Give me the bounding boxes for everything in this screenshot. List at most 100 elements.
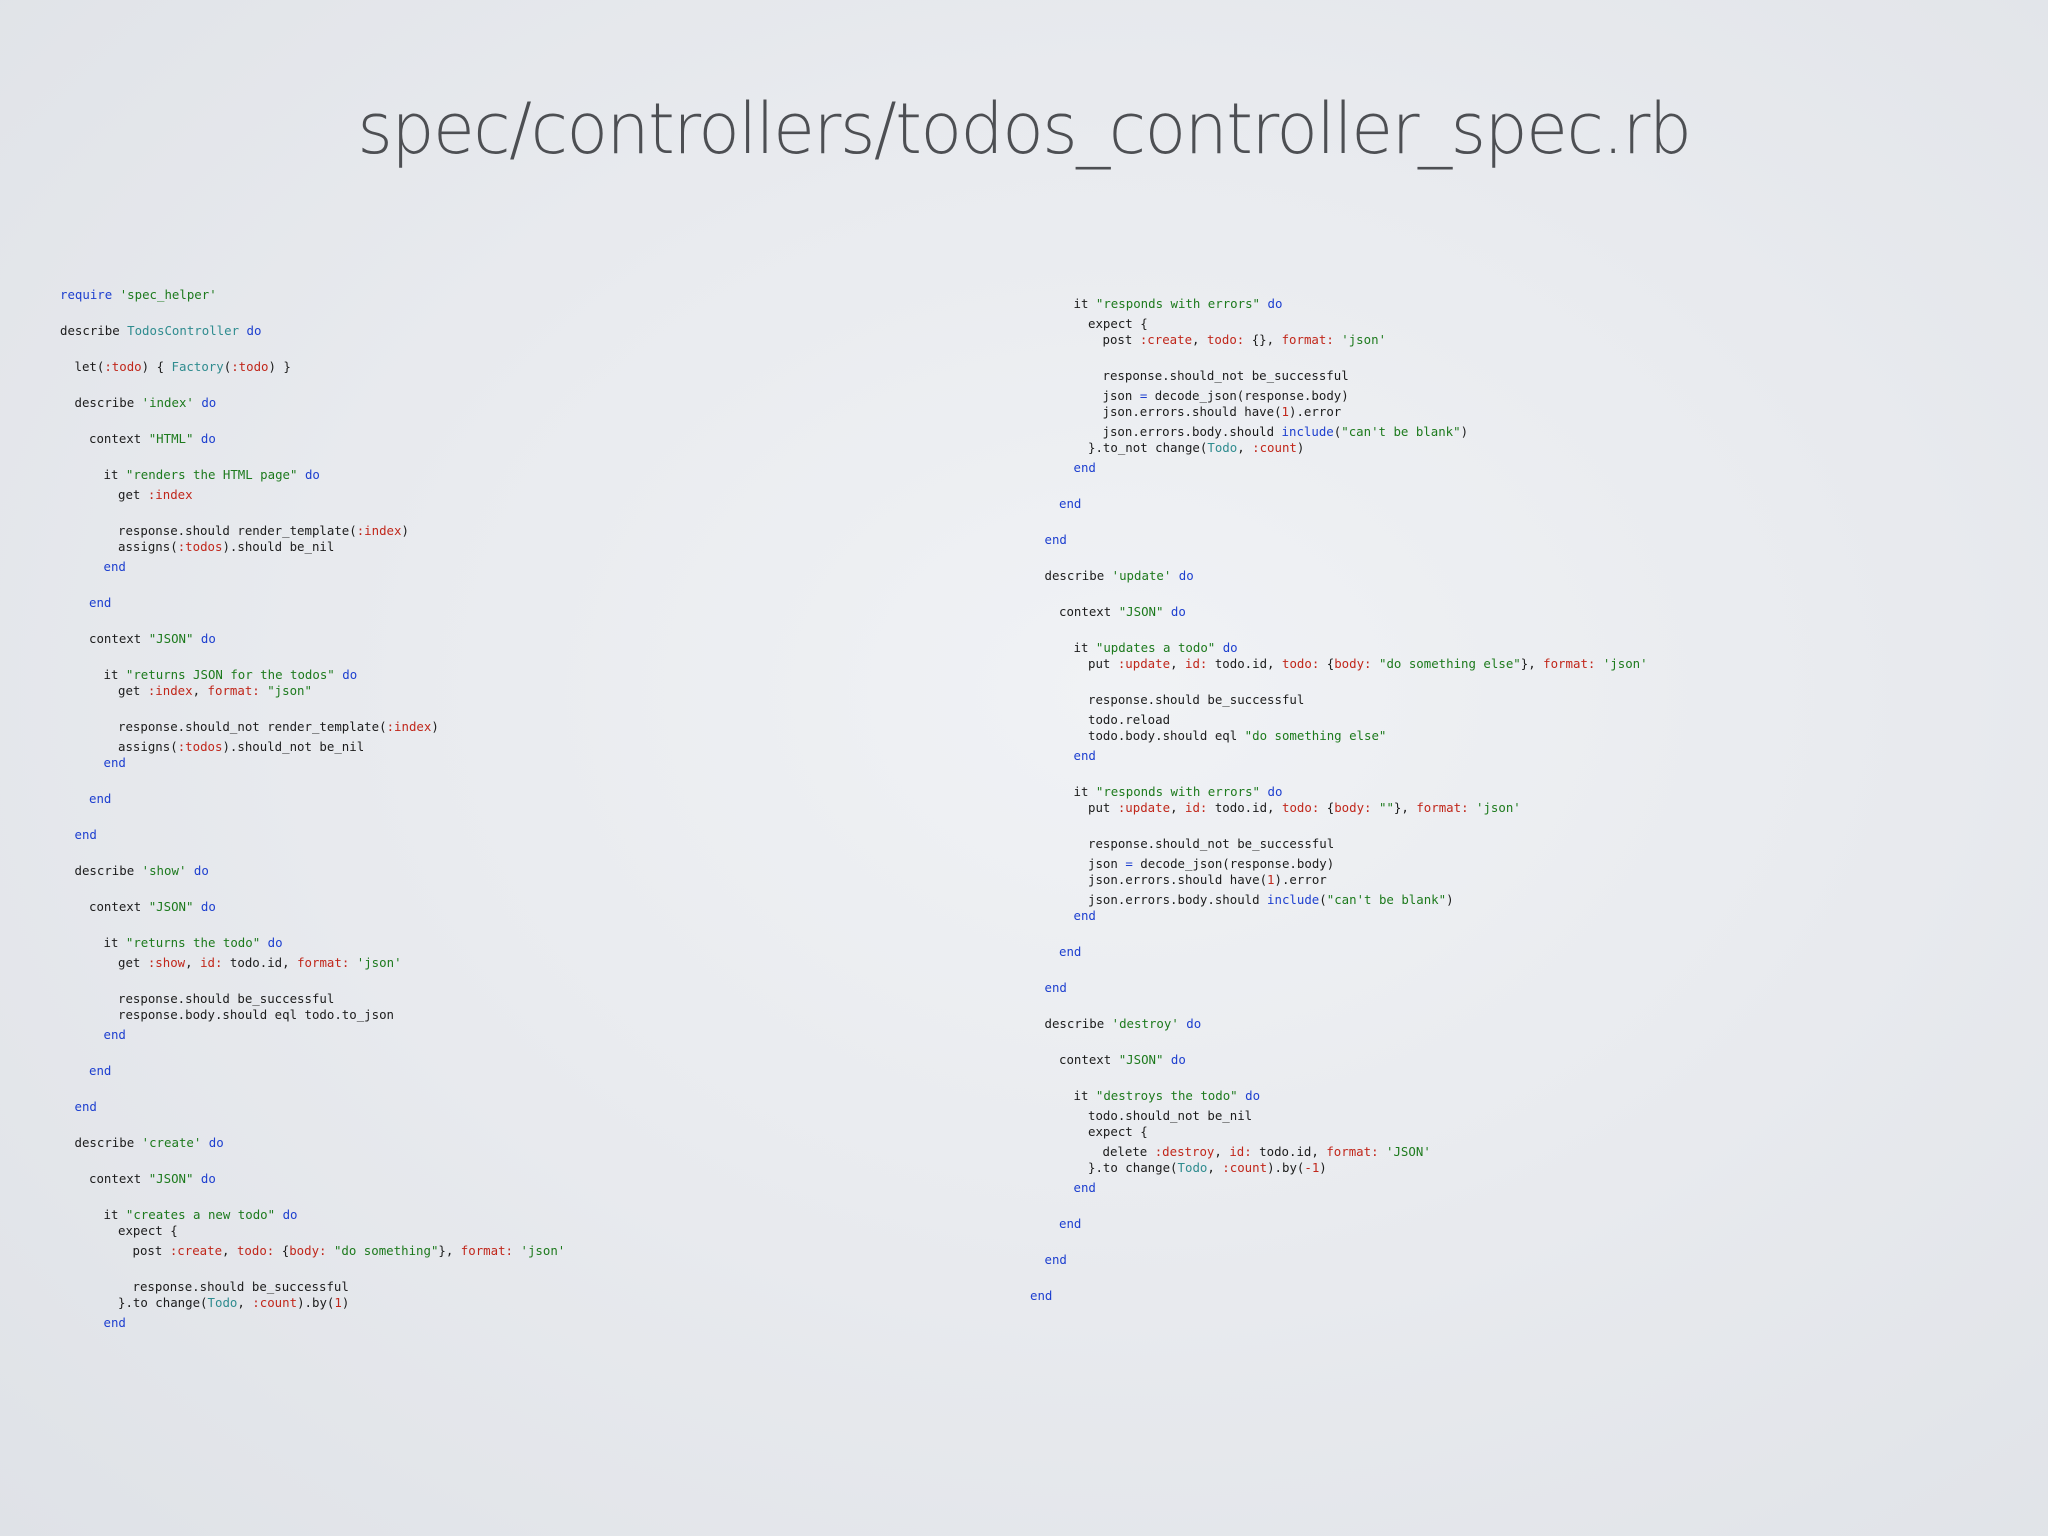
code-token-num: 1	[1267, 872, 1275, 887]
code-token-plain	[193, 431, 200, 446]
code-line: end	[104, 1027, 126, 1043]
code-token-plain	[194, 395, 201, 410]
code-token-kw: end	[1030, 1288, 1053, 1303]
code-token-plain: todo.id,	[1251, 1144, 1327, 1159]
code-token-plain	[1469, 800, 1476, 815]
code-token-plain: json.errors.should have(	[1102, 404, 1282, 419]
code-line: json = decode_json(response.body)	[1103, 388, 1349, 404]
code-token-plain: let(	[74, 359, 105, 374]
code-token-kw: do	[267, 935, 283, 950]
code-token-str: 'json'	[1476, 800, 1521, 815]
code-token-num: 1	[1281, 404, 1290, 419]
code-line: put :update, id: todo.id, todo: {body: "…	[1088, 656, 1648, 672]
code-token-str: "JSON"	[1118, 604, 1164, 619]
code-token-plain: (	[223, 359, 232, 374]
code-line: todo.body.should eql "do something else"	[1088, 728, 1386, 744]
code-token-plain: ,	[1170, 800, 1185, 815]
code-line: end	[1059, 944, 1081, 960]
code-token-plain: response.should_not be_successful	[1102, 368, 1349, 383]
code-token-kw: include	[1267, 892, 1320, 907]
code-token-kw: end	[1044, 980, 1067, 995]
code-token-plain	[349, 955, 356, 970]
code-token-plain: },	[1393, 800, 1417, 815]
code-line: json.errors.should have(1).error	[1088, 872, 1327, 888]
code-token-str: "JSON"	[148, 899, 194, 914]
code-token-str: 'json'	[1341, 332, 1387, 347]
code-token-plain: todo.body.should eql	[1088, 728, 1245, 743]
code-token-kw: do	[200, 1171, 216, 1186]
code-token-str: "HTML"	[148, 431, 194, 446]
code-token-plain: response.should be_successful	[118, 991, 335, 1006]
code-token-plain: expect {	[1088, 1124, 1148, 1139]
code-token-sym: :show	[147, 955, 186, 970]
code-token-str: "responds with errors"	[1095, 296, 1261, 311]
code-token-sym: todo:	[236, 1243, 275, 1258]
code-token-plain: get	[118, 487, 148, 502]
code-token-plain: response.should be_successful	[1088, 692, 1305, 707]
code-token-kw: end	[89, 1063, 112, 1078]
code-token-str: "JSON"	[148, 1171, 194, 1186]
code-token-kw: require	[60, 287, 113, 302]
code-token-plain: it	[103, 935, 126, 950]
code-token-plain: response.should be_successful	[132, 1279, 349, 1294]
code-token-plain: describe	[1044, 1016, 1112, 1031]
slide-title: spec/controllers/todos_controller_spec.r…	[357, 88, 1692, 170]
code-token-str: "JSON"	[148, 631, 194, 646]
code-token-kw: end	[1059, 496, 1082, 511]
code-line: end	[1074, 1180, 1096, 1196]
code-token-plain: }.to_not change(	[1088, 440, 1208, 455]
code-token-kw: end	[89, 791, 112, 806]
code-token-kw: end	[1073, 460, 1096, 475]
code-token-sym: :count	[252, 1295, 298, 1310]
code-line: json.errors.body.should include("can't b…	[1103, 424, 1469, 440]
code-line: end	[1074, 908, 1096, 924]
code-token-str: 'json'	[1602, 656, 1648, 671]
code-token-cls: Todo	[1177, 1160, 1208, 1175]
code-token-plain: context	[89, 899, 149, 914]
code-token-sym: :update	[1117, 800, 1171, 815]
code-token-str: "do something else"	[1379, 656, 1521, 671]
code-token-plain: )	[1460, 424, 1469, 439]
code-token-plain	[275, 1207, 282, 1222]
code-token-sym: format:	[297, 955, 350, 970]
code-token-plain: ,	[1237, 440, 1253, 455]
code-line: response.should_not render_template(:ind…	[118, 719, 439, 735]
code-token-kw: end	[1073, 1180, 1096, 1195]
code-token-kw: do	[1245, 1088, 1261, 1103]
code-token-plain: get	[118, 683, 148, 698]
code-line: end	[1030, 1288, 1052, 1304]
code-token-plain: ).should_not be_nil	[222, 739, 365, 754]
code-token-plain: json.errors.body.should	[1102, 424, 1282, 439]
code-token-sym: id:	[1184, 800, 1208, 815]
code-token-plain	[1595, 656, 1602, 671]
code-token-plain	[335, 667, 342, 682]
code-token-sym: id:	[200, 955, 223, 970]
code-token-sym: id:	[1184, 656, 1208, 671]
code-line: it "responds with errors" do	[1074, 784, 1283, 800]
code-line: response.should be_successful	[118, 991, 334, 1007]
code-token-num: 1	[334, 1295, 342, 1310]
code-token-plain: ,	[1207, 1160, 1223, 1175]
code-token-plain: )	[431, 719, 439, 734]
code-token-plain: )	[341, 1295, 350, 1310]
code-token-plain: json.errors.should have(	[1088, 872, 1268, 887]
code-token-sym: todo:	[1281, 800, 1320, 815]
code-token-plain: ,	[237, 1295, 253, 1310]
code-token-kw: do	[1267, 296, 1283, 311]
code-token-plain: ) {	[141, 359, 172, 374]
code-token-plain	[1163, 1052, 1170, 1067]
code-token-plain: (	[1333, 424, 1342, 439]
code-token-plain: todo.reload	[1088, 712, 1171, 727]
code-token-sym: :index	[386, 719, 432, 734]
code-line: end	[89, 1063, 111, 1079]
code-line: }.to_not change(Todo, :count)	[1088, 440, 1304, 456]
code-token-str: 'show'	[141, 863, 187, 878]
code-token-kw: do	[1178, 568, 1194, 583]
code-token-plain	[1372, 656, 1379, 671]
code-token-sym: :update	[1117, 656, 1171, 671]
code-token-plain: response.should_not be_successful	[1088, 836, 1335, 851]
code-token-kw: do	[200, 631, 216, 646]
code-token-plain: put	[1088, 800, 1118, 815]
code-token-plain: it	[103, 467, 126, 482]
code-line: response.should be_successful	[133, 1279, 349, 1295]
